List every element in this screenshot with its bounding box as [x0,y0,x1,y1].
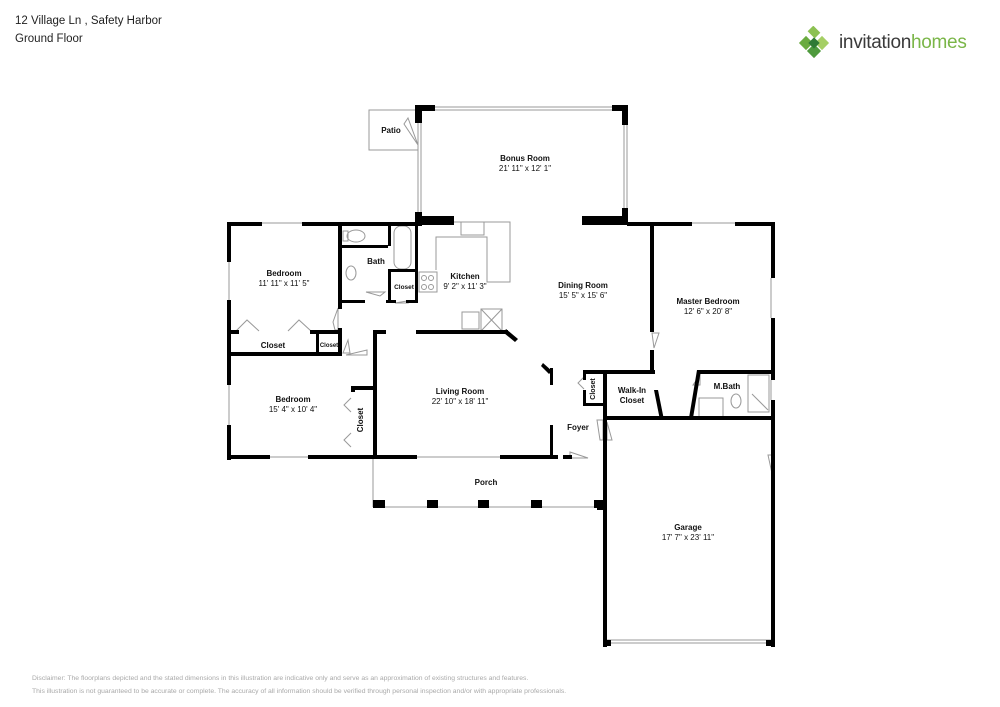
property-address: 12 Village Ln , Safety Harbor [15,15,162,27]
brand-logo: invitationhomes [797,26,967,60]
room-dims-bedroom-1: 11' 11" x 11' 5" [259,279,310,288]
room-label-walkin-closet: Walk-In [618,386,646,395]
room-label-foyer: Foyer [567,423,589,432]
room-label-bedroom2-closet: Closet [356,407,365,432]
room-label-foyer-closet: Closet [590,378,597,400]
room-dims-garage: 17' 7" x 23' 11" [662,533,714,542]
disclaimer-line-2: This illustration is not guaranteed to b… [32,688,567,695]
room-dims-bonus-room: 21' 11" x 12' 1" [499,164,551,173]
disclaimer-line-1: Disclaimer: The floorplans depicted and … [32,675,529,682]
room-label-walkin-closet-2: Closet [620,396,645,405]
room-label-bedroom1-closet: Closet [261,341,286,350]
room-label-small-closet: Closet [320,343,338,349]
room-label-living-room: Living Room [436,387,484,396]
room-label-bedroom-2: Bedroom [275,395,310,404]
room-label-patio: Patio [381,126,401,135]
room-label-dining-room: Dining Room [558,281,608,290]
room-label-master-bedroom: Master Bedroom [676,297,739,306]
room-label-bath: Bath [367,257,385,266]
room-label-kitchen: Kitchen [450,272,479,281]
brand-wordmark: invitationhomes [839,32,967,53]
clover-logo-icon [798,26,830,59]
room-dims-master-bedroom: 12' 6" x 20' 8" [684,307,732,316]
room-label-bonus-room: Bonus Room [500,154,550,163]
floor-label: Ground Floor [15,33,83,45]
room-label-porch: Porch [475,478,498,487]
room-label-bedroom-1: Bedroom [266,269,301,278]
room-dims-kitchen: 9' 2" x 11' 3" [443,282,486,291]
room-label-master-bath: M.Bath [714,382,741,391]
room-dims-dining-room: 15' 5" x 15' 6" [559,291,607,300]
room-label-garage: Garage [674,523,702,532]
room-dims-bedroom-2: 15' 4" x 10' 4" [269,405,317,414]
room-label-hall-closet: Closet [394,284,415,291]
room-dims-living-room: 22' 10" x 18' 11" [432,397,489,406]
